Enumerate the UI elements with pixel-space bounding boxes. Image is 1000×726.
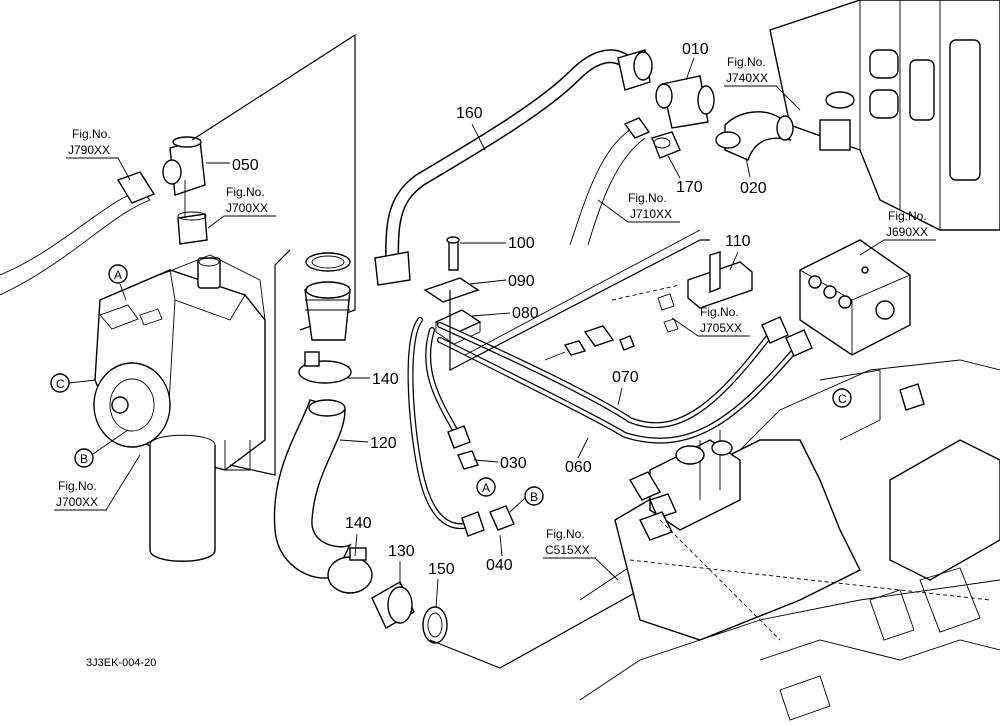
fig-ref-j705: Fig.No. J705XX [671,305,750,337]
svg-text:C: C [838,392,847,406]
part-070-label: 070 [612,369,639,386]
return-hose-160 [374,49,653,286]
fig-ref-j710: Fig.No. J710XX [597,191,680,223]
svg-text:J740XX: J740XX [726,71,768,85]
svg-text:Fig.No.: Fig.No. [58,479,97,493]
distribution-block-j690 [799,239,911,356]
svg-text:Fig.No.: Fig.No. [226,185,265,199]
part-020-label: 020 [740,180,767,197]
fig-ref-j790: Fig.No. J790XX [66,127,131,181]
part-050-label: 050 [232,157,259,174]
part-140-label-top: 140 [372,371,399,388]
part-130-label: 130 [388,543,415,560]
svg-text:C515XX: C515XX [545,543,590,557]
control-valve-block [769,0,1000,231]
part-090-label: 090 [508,273,535,290]
fig-ref-j690: Fig.No. J690XX [859,209,936,256]
suction-hose-assembly [273,252,448,644]
tee-fitting-050 [162,136,208,245]
fig-ref-j740: Fig.No. J740XX [724,55,801,111]
svg-text:J710XX: J710XX [630,207,672,221]
part-100-label: 100 [508,235,535,252]
part-080-label: 080 [512,305,539,322]
hydraulic-pump-assembly [0,171,266,562]
fig-ref-j700-top: Fig.No. J700XX [207,185,276,229]
svg-text:Fig.No.: Fig.No. [546,527,585,541]
svg-text:Fig.No.: Fig.No. [888,209,927,223]
marker-a-pump: A [108,264,128,301]
marker-c-pump: C [50,373,97,393]
svg-text:Fig.No.: Fig.No. [700,305,739,319]
marker-c-transmission: C [832,388,852,408]
svg-text:B: B [80,452,88,466]
fig-ref-c515: Fig.No. C515XX [543,527,619,581]
part-060-label: 060 [565,459,592,476]
svg-text:Fig.No.: Fig.No. [72,127,111,141]
bracket-110 [544,251,753,361]
svg-text:J700XX: J700XX [226,201,268,215]
part-110-label: 110 [725,233,751,250]
part-040-label: 040 [486,557,513,574]
part-160-label: 160 [456,105,483,122]
part-010-label: 010 [682,41,709,58]
part-140-label-bottom: 140 [345,515,372,532]
marker-a-pipe: A [476,477,496,497]
tee-010-elbow-020 [569,75,794,246]
drawing-code: 3J3EK-004-20 [86,657,156,669]
svg-text:J700XX: J700XX [56,495,98,509]
fig-ref-j700-bottom: Fig.No. J700XX [54,454,141,511]
marker-b-pipe: B [509,486,544,513]
svg-text:C: C [56,377,65,391]
transmission-housing [579,359,1000,721]
svg-text:A: A [482,481,490,495]
part-030-label: 030 [500,455,527,472]
svg-text:Fig.No.: Fig.No. [727,55,766,69]
svg-text:J705XX: J705XX [700,321,742,335]
part-170-label: 170 [676,179,703,196]
svg-text:J790XX: J790XX [68,143,110,157]
svg-text:J690XX: J690XX [886,225,928,239]
svg-text:A: A [114,268,122,282]
svg-text:Fig.No.: Fig.No. [628,191,667,205]
svg-text:B: B [530,490,538,504]
part-120-label: 120 [370,435,397,452]
marker-b-pump: B [74,429,129,468]
part-150-label: 150 [428,561,455,578]
